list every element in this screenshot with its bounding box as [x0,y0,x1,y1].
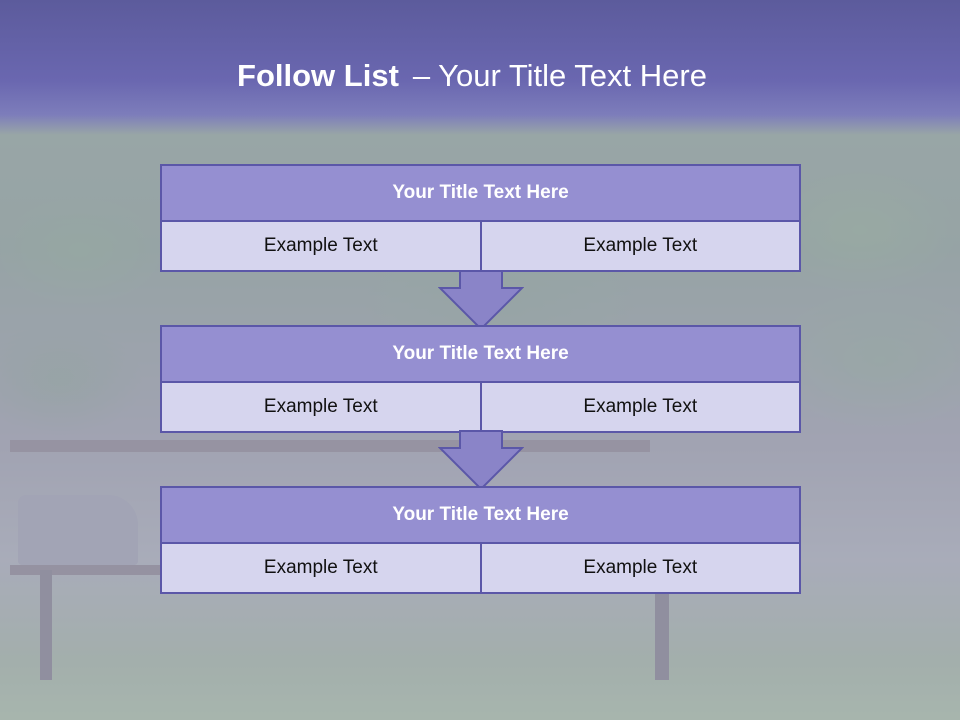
list-block-3: Your Title Text Here Example Text Exampl… [160,486,801,594]
title-bar [0,0,960,135]
block-cell-left: Example Text [160,222,482,272]
slide-title-separator: – [412,58,431,93]
list-block-1: Your Title Text Here Example Text Exampl… [160,164,801,272]
block-cell-right: Example Text [481,222,801,272]
slide-title-bold: Follow List [237,58,399,93]
block-row: Example Text Example Text [160,544,801,594]
block-title: Your Title Text Here [160,486,801,544]
block-row: Example Text Example Text [160,222,801,272]
block-cell-left: Example Text [160,383,482,433]
block-title: Your Title Text Here [160,325,801,383]
block-cell-right: Example Text [481,383,801,433]
down-arrow-icon [438,270,524,331]
block-row: Example Text Example Text [160,383,801,433]
list-block-2: Your Title Text Here Example Text Exampl… [160,325,801,433]
slide-title: Follow List–Your Title Text Here [0,58,944,94]
block-title: Your Title Text Here [160,164,801,222]
down-arrow-icon [438,430,524,491]
block-cell-left: Example Text [160,544,482,594]
block-cell-right: Example Text [481,544,801,594]
slide-title-text: Your Title Text Here [438,58,707,93]
